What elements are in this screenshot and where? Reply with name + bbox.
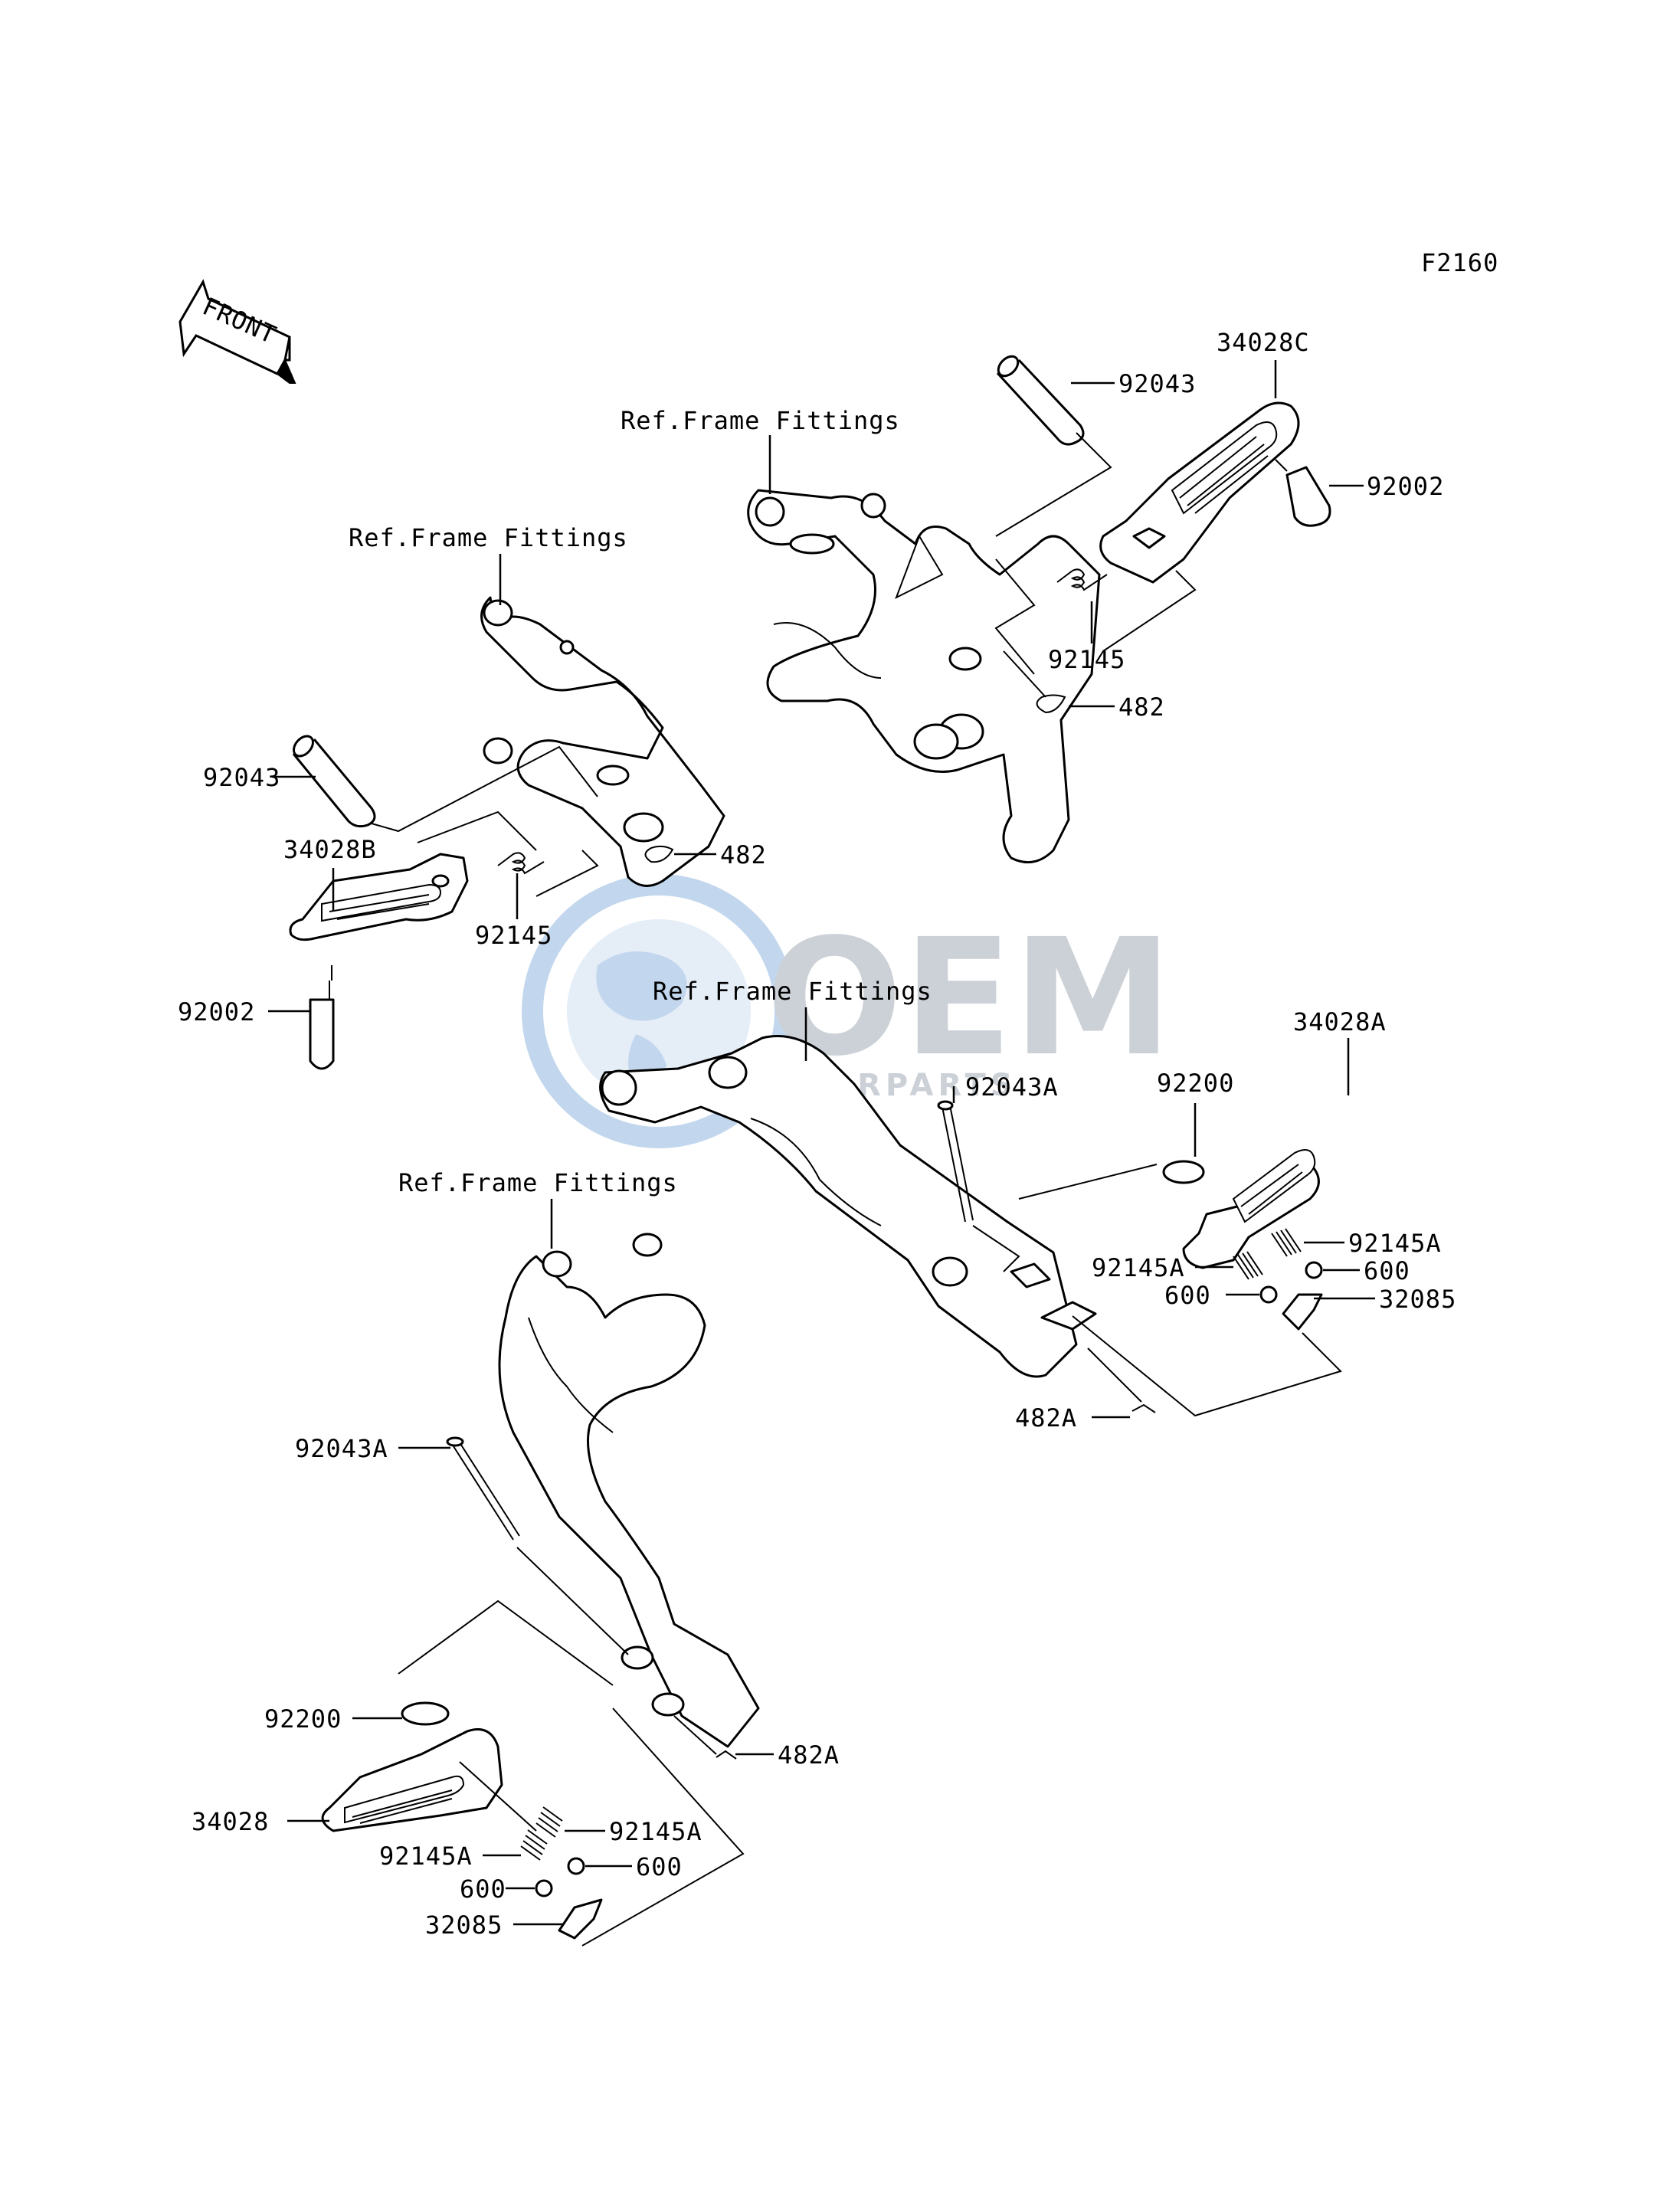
- label-92145A-left-2: 92145A: [379, 1842, 473, 1871]
- label-600-left-2: 600: [460, 1874, 506, 1904]
- ball-600-left-2: [535, 1879, 553, 1897]
- watermark-globe-icon: [522, 874, 796, 1148]
- plate-32085-right: [1282, 1293, 1323, 1331]
- label-32085-left: 32085: [425, 1911, 503, 1940]
- diagram-code: F2160: [1421, 248, 1498, 277]
- label-92145A-left-1: 92145A: [609, 1817, 702, 1846]
- label-600-right-2: 600: [1164, 1281, 1211, 1310]
- footpeg-34028A: [1182, 1149, 1320, 1269]
- label-92043-left: 92043: [203, 763, 280, 792]
- label-92145A-right-2: 92145A: [1092, 1253, 1185, 1282]
- footpeg-34028C: [1099, 401, 1300, 584]
- label-92043-top-right: 92043: [1118, 369, 1196, 398]
- ball-600-left-1: [567, 1857, 585, 1875]
- label-92145-top-right: 92145: [1048, 645, 1125, 674]
- label-34028B: 34028B: [283, 835, 377, 864]
- ball-600-right-1: [1305, 1261, 1323, 1279]
- washer-92200-right: [1162, 1160, 1205, 1184]
- top-right-frame-bracket: [747, 489, 1101, 864]
- ref-frame-fittings-center: Ref.Frame Fittings: [653, 977, 932, 1006]
- label-34028: 34028: [192, 1807, 269, 1836]
- label-92145-left: 92145: [475, 921, 552, 950]
- cap-92002-top-right: [1275, 459, 1331, 527]
- watermark-brand: OEM: [766, 904, 1173, 1092]
- plate-32085-left: [558, 1898, 603, 1940]
- footpeg-34028: [321, 1728, 503, 1832]
- clip-482-left: [644, 845, 674, 863]
- ref-frame-fittings-top-left: Ref.Frame Fittings: [349, 523, 628, 552]
- ref-frame-fittings-bottom-left: Ref.Frame Fittings: [398, 1168, 678, 1197]
- clip-482A-right: [1131, 1403, 1156, 1413]
- label-92002-top-right: 92002: [1367, 472, 1444, 501]
- clip-482-top-right: [1036, 694, 1066, 714]
- label-92002-left: 92002: [178, 997, 255, 1026]
- label-600-left-1-text: 600: [636, 1852, 683, 1881]
- spring-92145A-right-2: [1233, 1251, 1263, 1280]
- label-34028C: 34028C: [1217, 328, 1310, 357]
- pin-92043A-center: [937, 1100, 974, 1223]
- pin-92043-left: [292, 735, 376, 828]
- front-direction-arrow-icon: FRONT: [178, 279, 296, 384]
- ref-frame-fittings-top-right: Ref.Frame Fittings: [621, 406, 900, 435]
- left-frame-bracket: [480, 596, 725, 887]
- clip-482A-left: [716, 1750, 737, 1760]
- label-92200-right: 92200: [1157, 1069, 1234, 1098]
- pin-92043A-left: [446, 1436, 520, 1541]
- label-34028A: 34028A: [1293, 1007, 1387, 1036]
- label-482-left: 482: [720, 840, 767, 869]
- pin-92043-top-right: [996, 355, 1085, 446]
- washer-92200-left: [401, 1701, 450, 1726]
- spring-92145-left: [497, 852, 545, 875]
- label-32085-right: 32085: [1379, 1285, 1456, 1314]
- footpeg-34028B: [289, 853, 469, 941]
- center-frame-bracket: [599, 1035, 1097, 1378]
- spring-92145A-right-1: [1271, 1228, 1302, 1257]
- label-482-top-right: 482: [1118, 692, 1165, 722]
- label-600-right-1: 600: [1364, 1256, 1410, 1285]
- label-92145A-right-1: 92145A: [1348, 1229, 1442, 1258]
- label-92043A-center: 92043A: [965, 1072, 1059, 1102]
- cap-92002-left: [309, 965, 335, 1070]
- label-92043A-left: 92043A: [295, 1434, 388, 1463]
- spring-92145-top-right: [1056, 568, 1108, 591]
- label-482A-right: 482A: [1015, 1403, 1077, 1432]
- spring-92145A-left-2: [520, 1829, 548, 1861]
- label-482A-left: 482A: [778, 1740, 840, 1770]
- ball-600-right-2: [1259, 1285, 1278, 1304]
- spring-92145A-left-1: [535, 1806, 563, 1838]
- label-92200-left: 92200: [264, 1704, 342, 1734]
- bottom-left-frame-bracket: [498, 1233, 760, 1748]
